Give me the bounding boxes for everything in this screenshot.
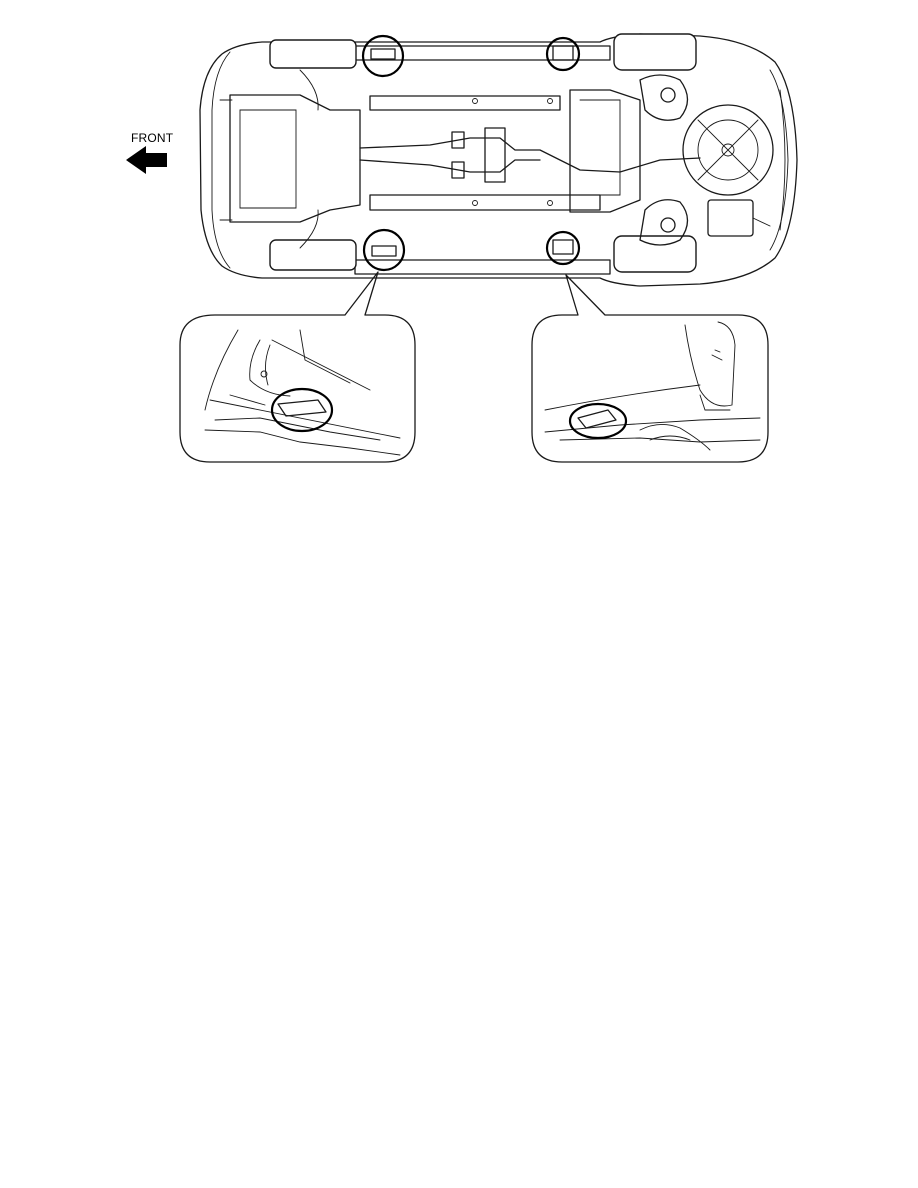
detail-callout-front — [179, 271, 416, 463]
front-label: FRONT — [131, 131, 174, 145]
vehicle-underbody — [199, 33, 798, 287]
front-wheel-upper — [269, 39, 357, 69]
jack-point-rear-lower — [545, 230, 581, 266]
arrow-left-icon — [126, 146, 167, 174]
front-wheel-lower — [269, 239, 357, 271]
jack-point-front-lower — [362, 228, 406, 272]
rear-wheel-lower — [613, 235, 697, 273]
jack-point-rear-upper — [545, 36, 581, 72]
rear-wheel-upper — [613, 33, 697, 71]
jack-point-front-upper — [361, 34, 405, 78]
detail-callout-rear — [531, 274, 769, 463]
